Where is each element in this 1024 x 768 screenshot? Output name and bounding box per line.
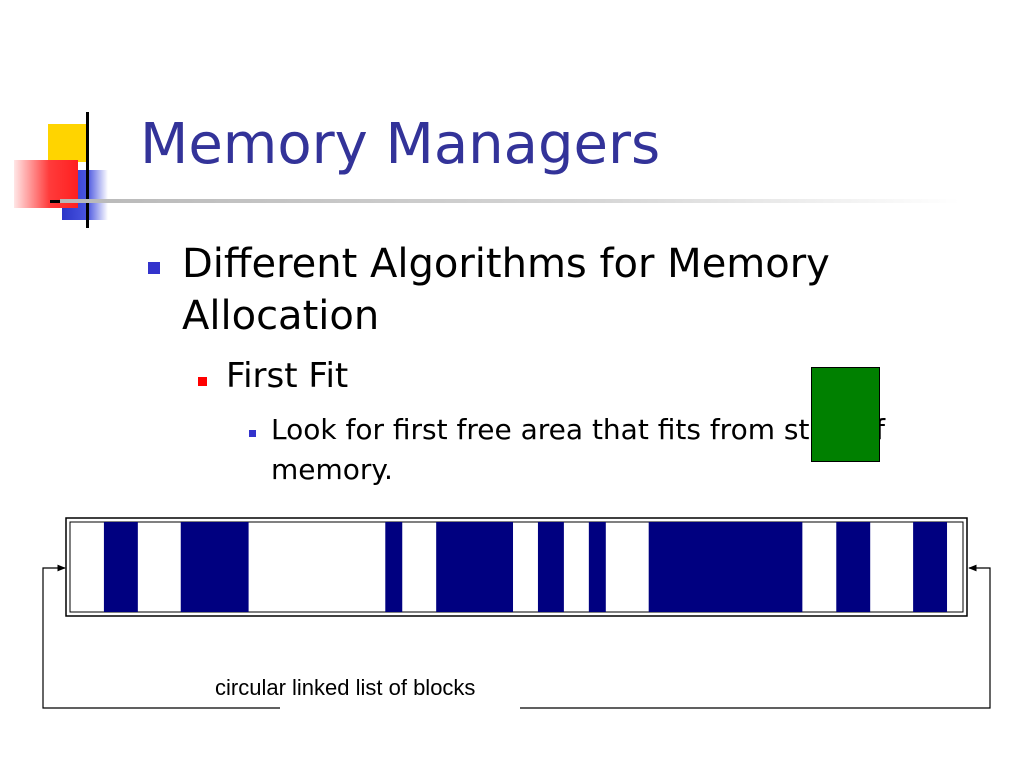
memory-block-used-1: [103, 522, 138, 612]
memory-block-used-9: [537, 522, 564, 612]
diagram-caption: circular linked list of blocks: [215, 675, 476, 700]
memory-block-used-11: [588, 522, 606, 612]
slide-title: Memory Managers: [140, 112, 661, 177]
bullet-square-level3: [249, 430, 256, 437]
title-underline: [60, 199, 960, 203]
logo-vertical-line: [86, 112, 89, 228]
memory-block-used-3: [180, 522, 249, 612]
memory-block-used-17: [913, 522, 948, 612]
memory-blocks: [103, 522, 948, 612]
bullet-text-level3: Look for first free area that fits from …: [271, 413, 885, 486]
memory-block-used-13: [648, 522, 803, 612]
link-arrow-left: [42, 564, 280, 709]
bullet-text-level1: Different Algorithms for Memory Allocati…: [182, 241, 830, 339]
bullet-square-level2: [198, 377, 207, 386]
memory-block-used-5: [385, 522, 403, 612]
search-window-block: [811, 367, 880, 462]
memory-block-used-15: [836, 522, 871, 612]
memory-block-used-7: [436, 522, 514, 612]
link-arrow-right: [520, 564, 991, 709]
bullet-text-level2: First Fit: [226, 356, 349, 396]
bullet-square-level1: [148, 262, 160, 274]
logo-yellow-square: [48, 124, 88, 162]
